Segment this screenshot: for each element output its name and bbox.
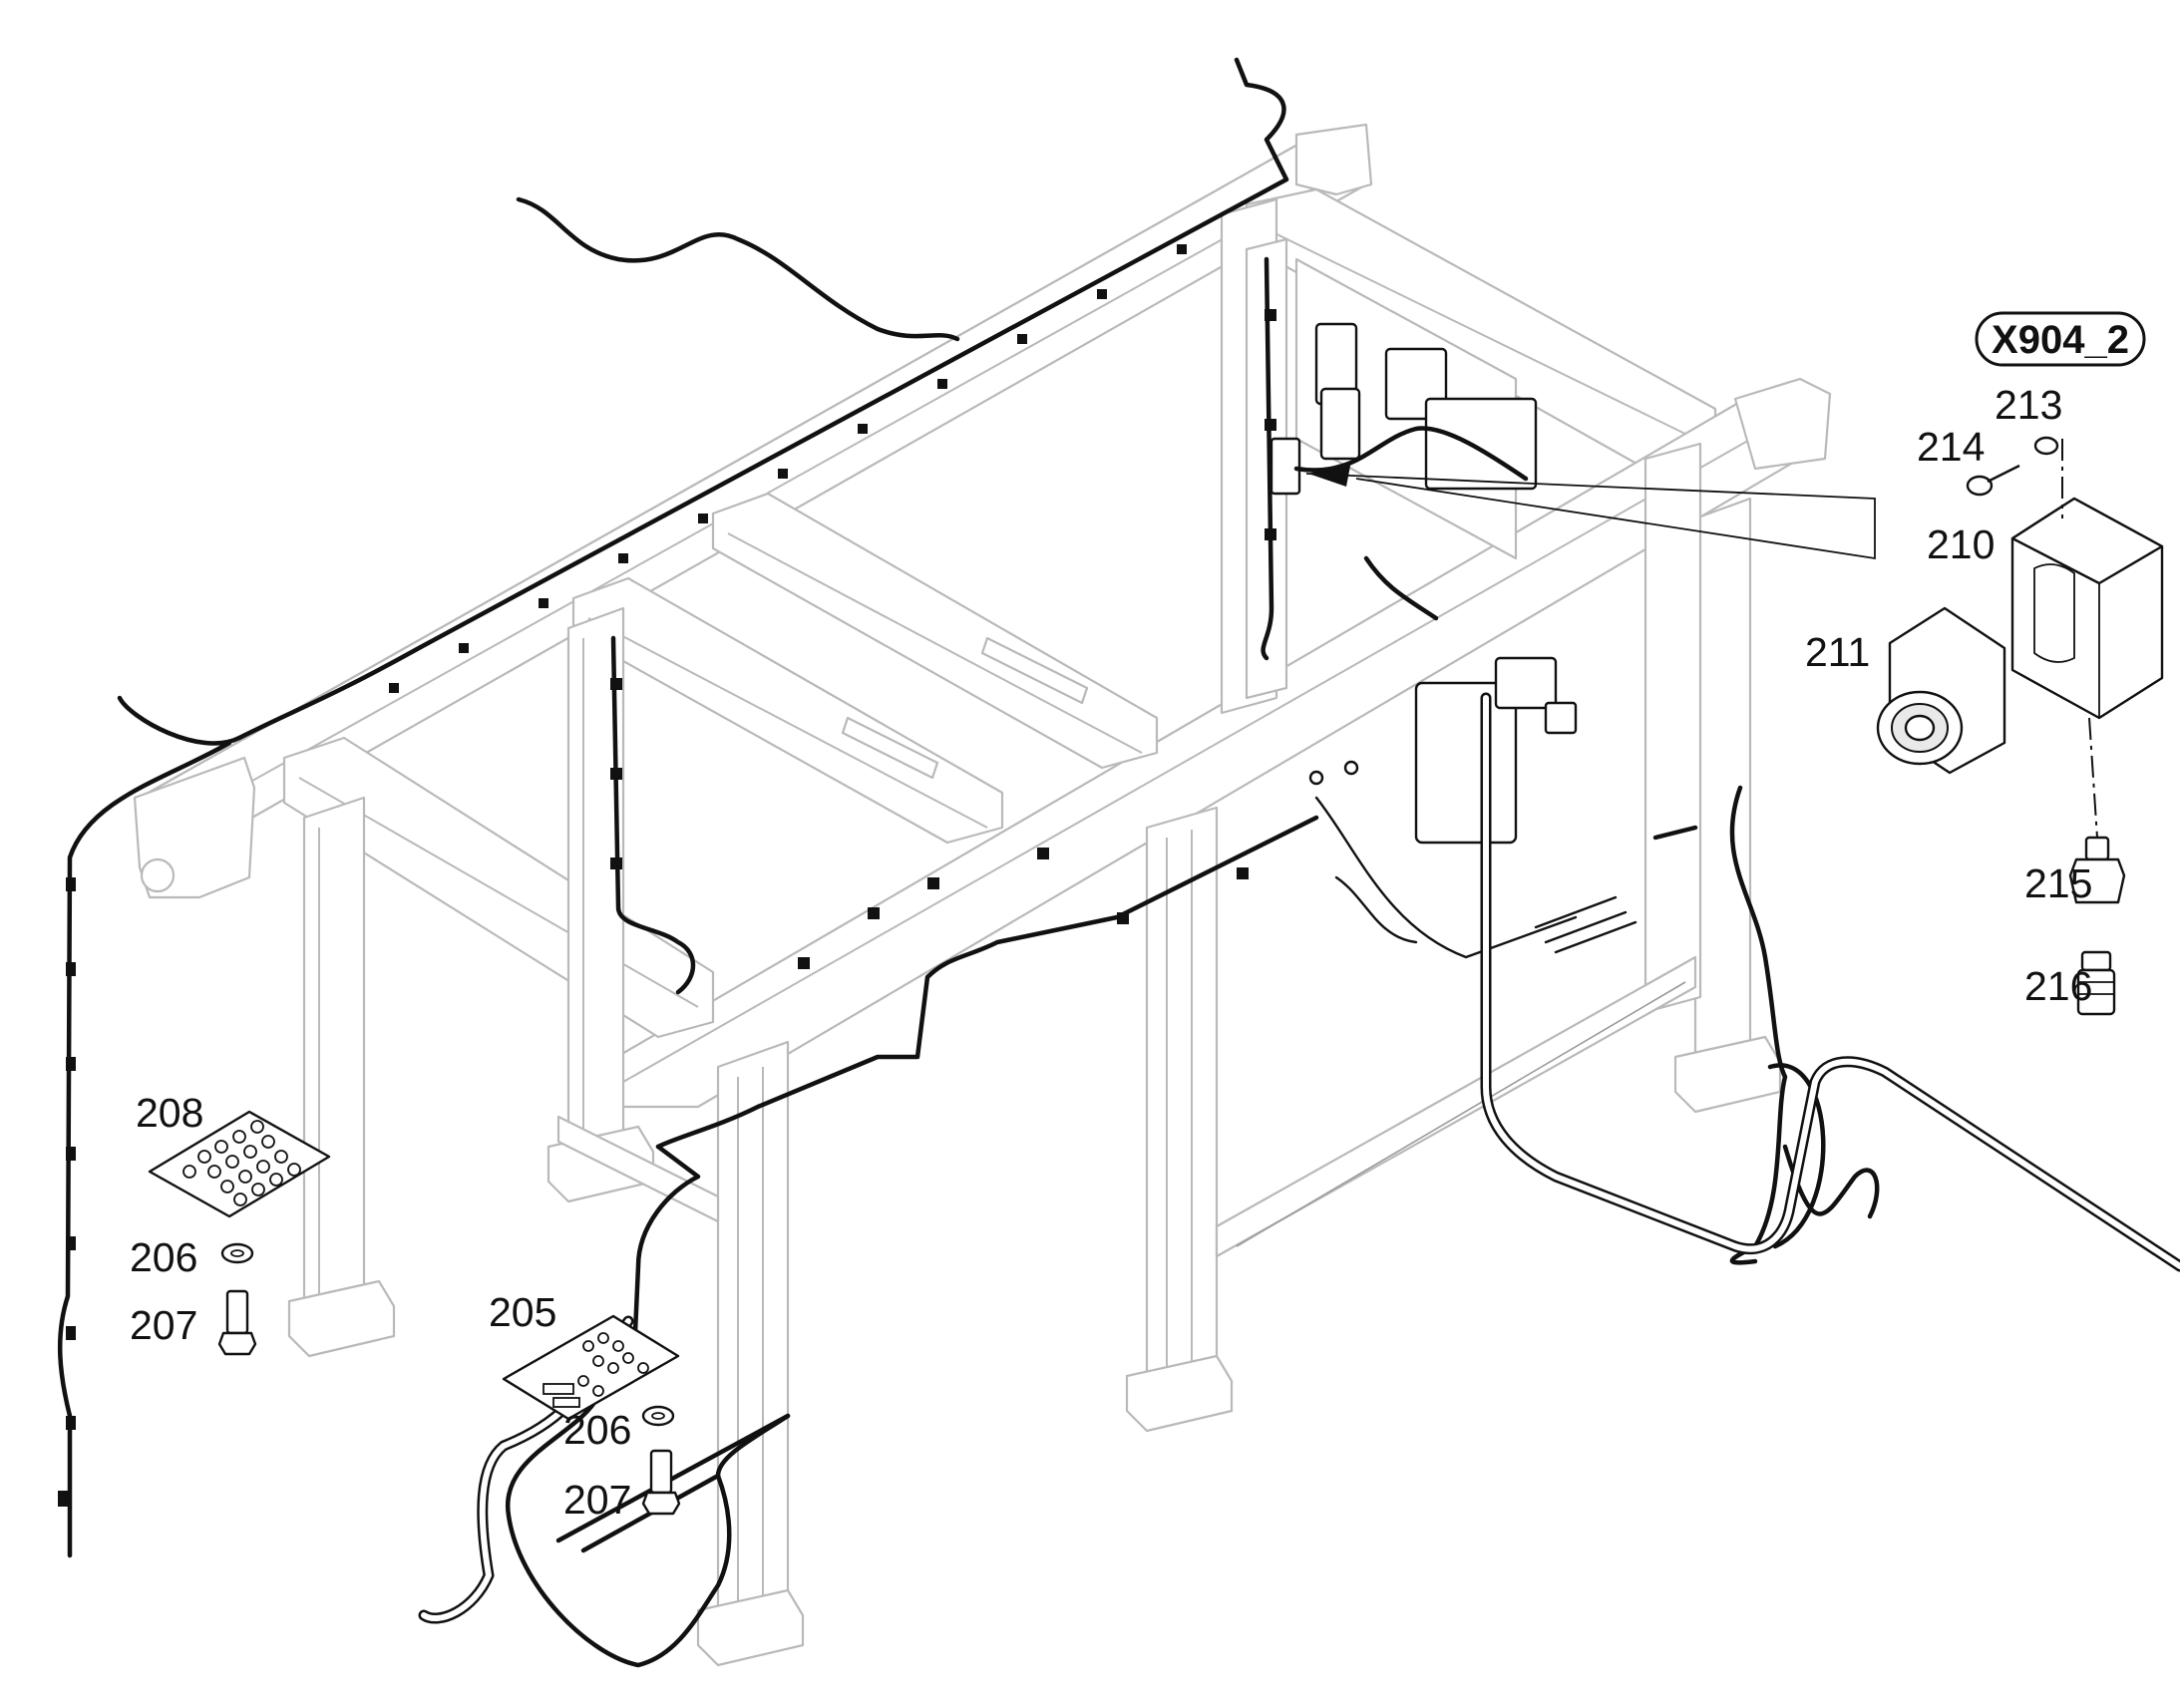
gland-plate-208 <box>148 1110 331 1218</box>
machine-frame <box>133 123 1832 1667</box>
cable-lower-left <box>505 1393 732 1668</box>
bolt-207-b <box>641 1449 681 1516</box>
insert-216 <box>2076 950 2116 1016</box>
callout-207-a: 207 <box>130 1302 197 1348</box>
callout-205: 205 <box>489 1289 556 1335</box>
washer-213 <box>2033 436 2059 456</box>
frame-cross-beam-2 <box>711 492 1159 770</box>
washer-206-b <box>641 1405 675 1427</box>
callout-215: 215 <box>2024 860 2092 906</box>
cable-front-beam <box>655 815 1319 1150</box>
lower-rail-right <box>1215 955 1697 1258</box>
washer-206-a <box>220 1242 254 1264</box>
lower-rail-left <box>556 1115 720 1223</box>
leg-rear-left <box>302 796 366 1348</box>
callout-216: 216 <box>2024 963 2092 1009</box>
receptacle-211 <box>1876 606 2006 775</box>
fitting-215 <box>2068 836 2126 904</box>
cable-upright-rear <box>1261 256 1274 661</box>
rear-inner-upright <box>1245 237 1288 700</box>
connector-plate-205 <box>502 1314 680 1421</box>
callout-208: 208 <box>136 1090 203 1136</box>
frame-rear-right-end <box>1294 123 1373 196</box>
cable-left-drop <box>57 695 242 1558</box>
callout-207-b: 207 <box>563 1477 631 1523</box>
callout-211: 211 <box>1805 629 1870 675</box>
cable-control-area <box>1293 426 1529 621</box>
leg-right-rear <box>1693 497 1752 1089</box>
bolt-207-a <box>217 1289 257 1356</box>
reference-label: X904_2 <box>1975 311 2146 367</box>
callout-206-b: 206 <box>563 1407 631 1453</box>
cable-harness <box>57 57 2180 1668</box>
cable-inner-left <box>610 635 696 995</box>
cable-top-loose <box>516 196 960 342</box>
cable-clips <box>58 244 1276 1507</box>
callout-206-a: 206 <box>130 1234 197 1280</box>
leg-right-front <box>1643 442 1702 1014</box>
callout-210: 210 <box>1927 521 1995 567</box>
assembly-axis <box>2061 439 2098 839</box>
callout-214: 214 <box>1917 424 1985 470</box>
callout-213: 213 <box>1995 382 2062 428</box>
screw-214 <box>1966 464 2020 497</box>
housing-210 <box>2010 497 2164 720</box>
callouts: 208 206 207 205 206 207 211 210 213 214 … <box>130 382 2092 1523</box>
reference-label-text: X904_2 <box>1992 318 2129 362</box>
cable-rear-beam <box>236 57 1289 741</box>
frame-front-right-end <box>1733 377 1832 471</box>
